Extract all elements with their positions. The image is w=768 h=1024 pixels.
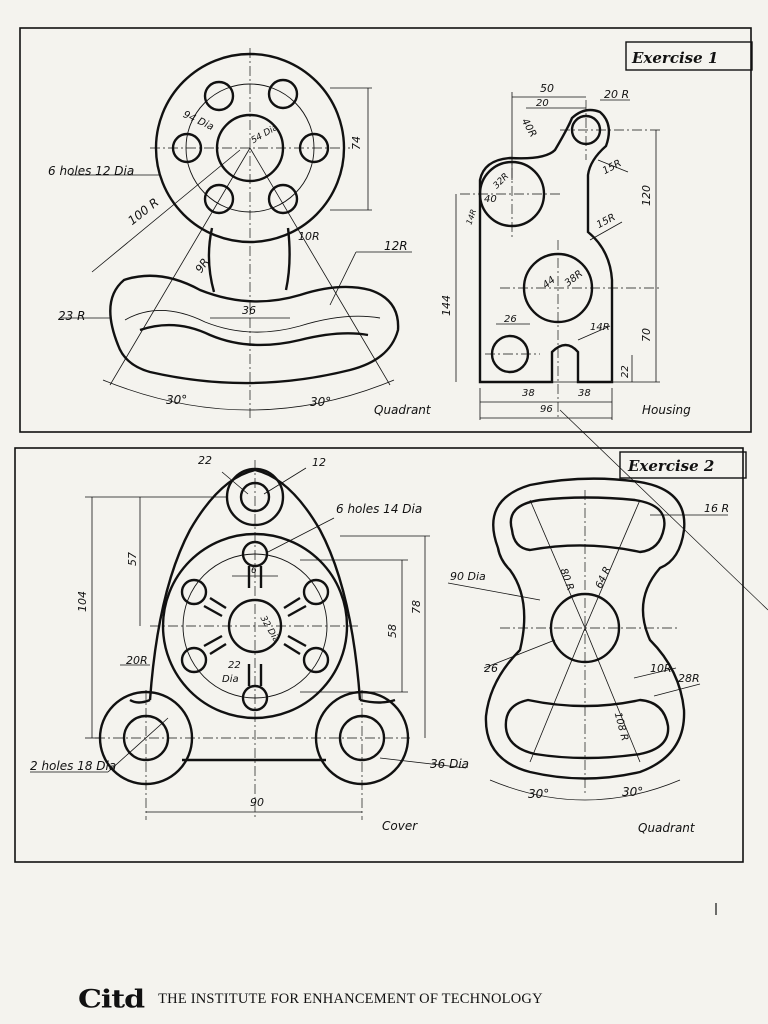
ex2-quad-ang-right: 30° bbox=[622, 785, 643, 799]
ex1-housing-r20: 20 R bbox=[604, 88, 629, 101]
ex1-quad-ang-right: 30° bbox=[310, 395, 331, 409]
exercise2-title-box bbox=[619, 451, 747, 479]
ex1-housing-w50: 50 bbox=[540, 82, 554, 95]
ex1-housing-w26: 26 bbox=[504, 314, 517, 325]
institute-name: THE INSTITUTE FOR ENHANCEMENT OF TECHNOL… bbox=[158, 990, 543, 1007]
ex2-cover-r20: 20R bbox=[126, 654, 148, 667]
ex2-quad-d26: 26 bbox=[484, 662, 498, 675]
ex1-quad-ang-left: 30° bbox=[166, 393, 187, 407]
scan-stray-line bbox=[559, 409, 768, 611]
ex1-hole bbox=[203, 183, 235, 215]
ex2-quadrant-caption: Quadrant bbox=[638, 821, 696, 835]
exercise1-panel: Exercise 1 bbox=[19, 27, 753, 433]
ex1-housing-drawing bbox=[455, 92, 660, 420]
ex2-cover-d22b: 22 bbox=[228, 660, 241, 671]
ex1-quad-r12-label: 12R bbox=[384, 239, 408, 253]
ex1-housing-r38: 38R bbox=[563, 268, 585, 289]
exercise2-panel: Exercise 2 bbox=[14, 447, 747, 863]
ex1-quadrant-drawing bbox=[60, 48, 412, 420]
exercise1-title: Exercise 1 bbox=[631, 49, 718, 67]
ex2-cover-h78: 78 bbox=[410, 600, 423, 614]
ex2-cover-r12: 12 bbox=[312, 456, 326, 469]
ex1-hole bbox=[267, 183, 299, 215]
ex1-housing-r14a: 14R bbox=[464, 208, 478, 226]
ex2-quad-r80: 80 R bbox=[557, 567, 575, 592]
exercise2-frame bbox=[14, 447, 744, 863]
ex2-cover-drawing bbox=[30, 460, 467, 820]
ex1-housing-r15a: 15R bbox=[601, 158, 624, 177]
ex1-quad-hub-label: 54 Dia bbox=[250, 123, 280, 146]
ex2-cover-d22: 22 bbox=[198, 454, 212, 467]
ex2-quad-ang-left: 30° bbox=[528, 787, 549, 801]
ex1-housing-d44: 44 bbox=[541, 275, 558, 292]
ex1-housing-h120: 120 bbox=[640, 185, 653, 206]
ex1-housing-w38a: 38 bbox=[522, 388, 535, 399]
ex2-quad-r64: 64 R bbox=[594, 565, 614, 590]
ex2-cover-h58: 58 bbox=[386, 624, 399, 638]
ex1-housing-w38b: 38 bbox=[578, 388, 591, 399]
ex1-housing-d40: 40 bbox=[484, 194, 497, 205]
ex1-hole bbox=[267, 78, 299, 110]
ex1-housing-h22: 22 bbox=[620, 365, 631, 378]
ex1-housing-r14b: 14R bbox=[590, 322, 610, 333]
ex1-quad-w36-label: 36 bbox=[242, 304, 256, 317]
ex1-housing-w20: 20 bbox=[536, 98, 549, 109]
ex2-cover-caption: Cover bbox=[382, 819, 418, 833]
ex2-quad-r28: 28R bbox=[678, 672, 700, 685]
ex1-housing-body bbox=[478, 108, 614, 384]
ex1-housing-h70: 70 bbox=[640, 328, 653, 342]
ex1-housing-h144: 144 bbox=[440, 295, 453, 316]
ex1-hole bbox=[203, 80, 235, 112]
ex1-housing-r15b: 15R bbox=[595, 212, 618, 231]
exercise1-frame bbox=[19, 27, 752, 433]
ex2-quad-r108: 108 R bbox=[612, 711, 630, 742]
ex2-cover-w6: 6 bbox=[251, 566, 257, 576]
ex2-quad-r16: 16 R bbox=[704, 502, 729, 515]
exercise1-title-box bbox=[625, 41, 753, 71]
ex1-quad-h74-label: 74 bbox=[350, 136, 363, 150]
ex1-quadrant-caption: Quadrant bbox=[374, 403, 432, 417]
ex1-housing-r40: 40R bbox=[519, 117, 538, 140]
ex1-quad-holes-label: 6 holes 12 Dia bbox=[48, 164, 134, 178]
ex2-cover-h57: 57 bbox=[126, 552, 139, 566]
ex1-housing-r32: 32R bbox=[492, 172, 512, 192]
ex2-cover-d36: 36 Dia bbox=[430, 757, 469, 771]
ex2-cover-dia: Dia bbox=[222, 674, 239, 685]
ex1-housing-w96: 96 bbox=[540, 404, 553, 415]
ex2-cover-h104: 104 bbox=[76, 591, 89, 612]
footer: Citd THE INSTITUTE FOR ENHANCEMENT OF TE… bbox=[78, 984, 543, 1014]
exercise2-title: Exercise 2 bbox=[627, 457, 714, 475]
ex2-cover-holes2: 2 holes 18 Dia bbox=[30, 759, 116, 773]
ex1-quad-r100-label: 100 R bbox=[125, 195, 161, 228]
ex1-quad-r10-label: 10R bbox=[298, 230, 320, 243]
ex1-arc-band bbox=[109, 274, 400, 385]
citd-logo: Citd bbox=[78, 984, 145, 1014]
ex2-quad-d90: 90 Dia bbox=[450, 570, 486, 583]
ex2-quad-r10: 10R bbox=[650, 662, 672, 675]
ex2-cover-w90: 90 bbox=[250, 796, 264, 809]
ex2-cover-holes: 6 holes 14 Dia bbox=[336, 502, 422, 516]
ex2-quadrant-drawing bbox=[447, 477, 728, 801]
ex2-cover-hub: 32 Dia bbox=[258, 614, 281, 644]
ex1-quad-pcd-label: 94 Dia bbox=[181, 109, 215, 133]
ex1-quad-r23-label: 23 R bbox=[58, 309, 85, 323]
ex1-housing-caption: Housing bbox=[642, 403, 691, 417]
ex2-quadrant-body bbox=[484, 477, 686, 780]
